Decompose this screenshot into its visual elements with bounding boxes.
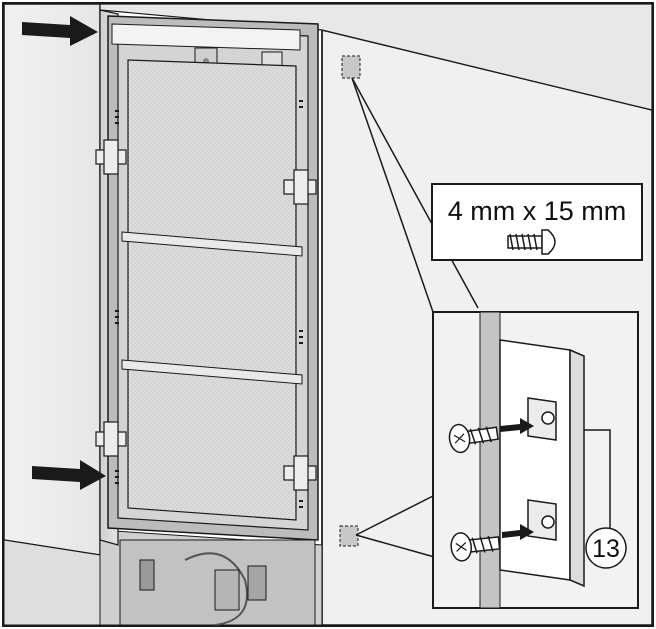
plinth-area: [99, 529, 323, 626]
bracket-lower-right: [283, 455, 317, 491]
screw-icon: [448, 423, 499, 454]
inset-detail: 13: [432, 311, 639, 609]
screw-position-lower: [339, 525, 359, 547]
part-number-label: 13: [592, 535, 620, 563]
bracket-lower-left: [95, 421, 127, 457]
door-brackets: [95, 139, 317, 491]
screw-spec-label: 4 mm x 15 mm: [448, 196, 627, 226]
part-number-badge: [585, 527, 627, 569]
left-cabinet-wall: [3, 3, 101, 626]
screw-icon: [450, 532, 501, 562]
bracket-upper-left: [95, 139, 127, 175]
panel-lower: [127, 367, 297, 521]
callout-leader-lines: [351, 77, 479, 559]
screw-spec-box: 4 mm x 15 mm: [431, 183, 643, 261]
panel-middle: [127, 239, 297, 379]
arrow-right-icon: [32, 460, 106, 490]
panel-upper: [127, 59, 297, 251]
arrow-right-icon: [22, 16, 98, 46]
inset-bracket: [499, 339, 585, 588]
arrow-right-icon: [500, 418, 534, 540]
screw-icon: [507, 229, 556, 255]
door-panels: [115, 59, 303, 521]
bracket-upper-right: [283, 169, 317, 205]
screw-position-upper: [341, 55, 361, 79]
